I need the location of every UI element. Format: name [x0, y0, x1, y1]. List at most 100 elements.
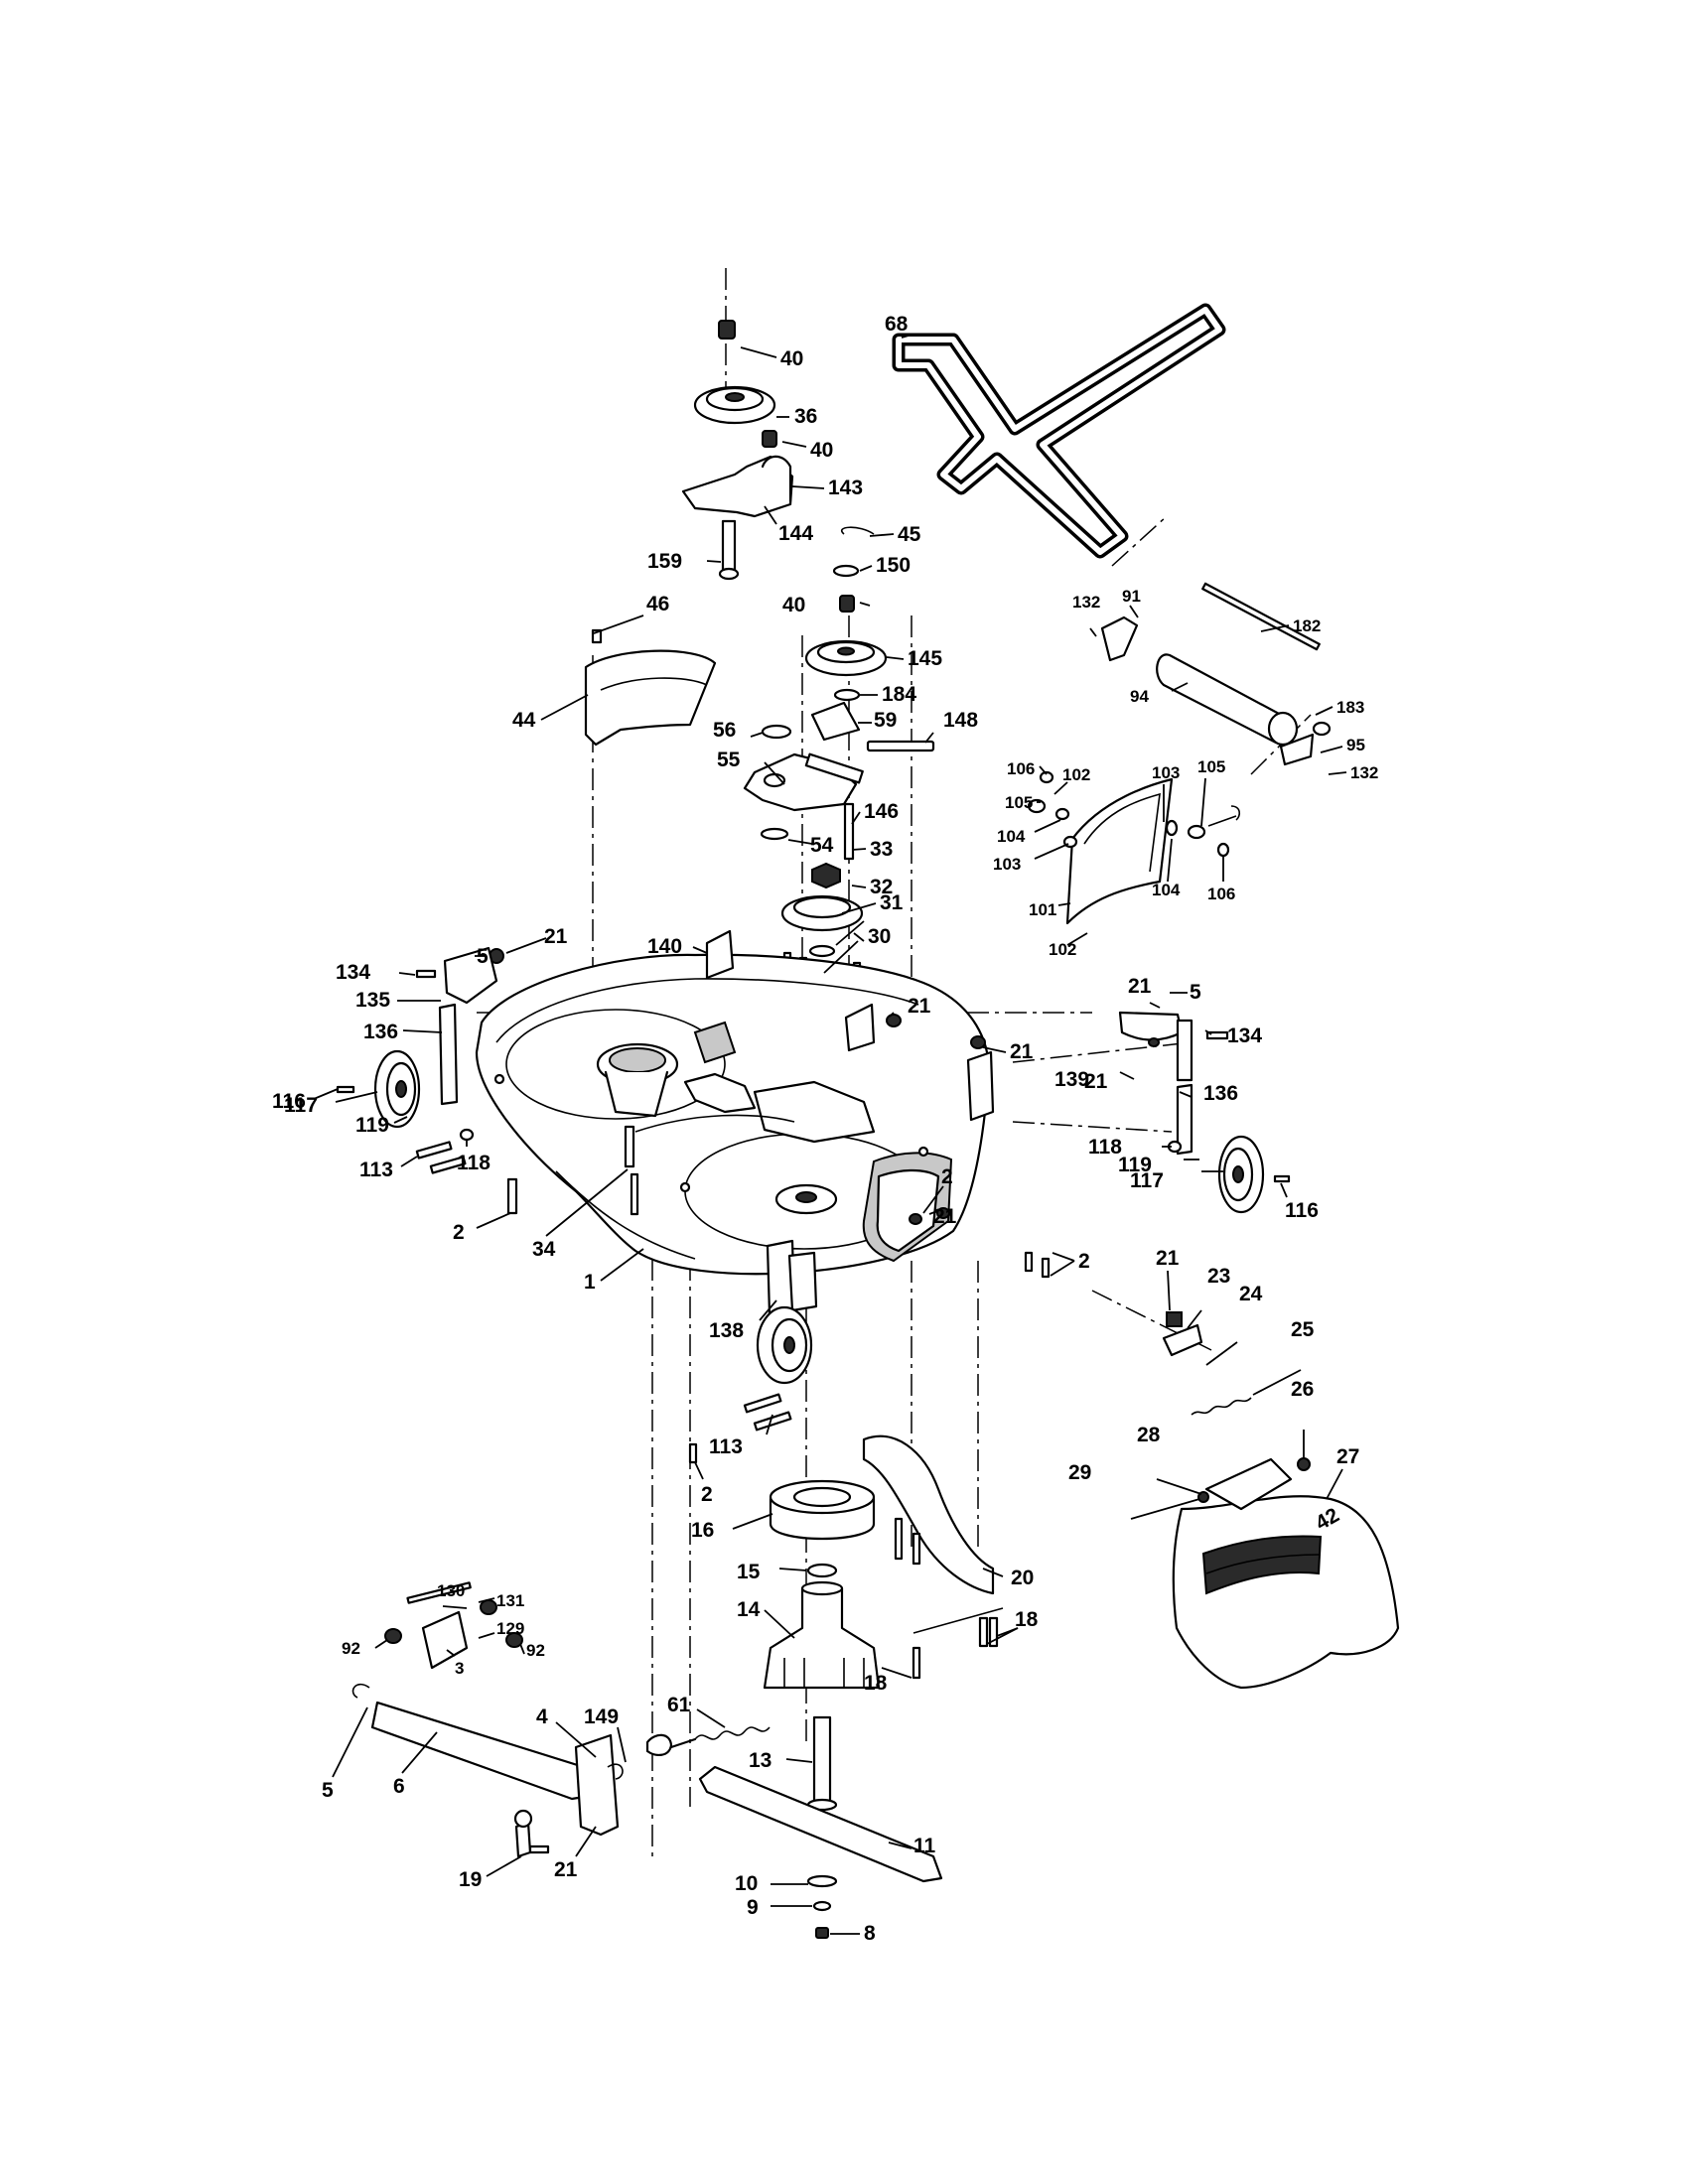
callout-102: 102 [1062, 765, 1090, 784]
idler-pulley-assembly-top [681, 320, 888, 702]
callout-21: 21 [908, 995, 931, 1018]
callout-25: 25 [1291, 1318, 1315, 1341]
callout-54: 54 [810, 834, 834, 857]
callout-134: 134 [336, 961, 370, 984]
callout-159: 159 [647, 550, 682, 573]
idler-arm [743, 701, 935, 861]
callout-2: 2 [701, 1483, 713, 1506]
callout-105: 105 [1005, 793, 1033, 812]
callout-40: 40 [810, 439, 833, 462]
belt-cover [584, 628, 717, 747]
front-linkage [351, 1581, 771, 1858]
callout-91: 91 [1122, 587, 1141, 606]
callout-136: 136 [363, 1021, 398, 1043]
callout-5: 5 [477, 945, 489, 968]
callout-132: 132 [1350, 763, 1378, 782]
callout-14: 14 [737, 1598, 761, 1621]
callout-32: 32 [870, 876, 893, 898]
right-gauge-wheel-assembly [1118, 1011, 1291, 1214]
callout-103: 103 [993, 855, 1021, 874]
callout-19: 19 [459, 1868, 482, 1891]
callout-10: 10 [735, 1872, 758, 1895]
callout-labels: 40 36 40 143 144 45 150 159 40 145 184 6… [272, 313, 1378, 1945]
callout-131: 131 [496, 1591, 524, 1610]
callout-34: 34 [532, 1238, 556, 1261]
callout-21: 21 [1010, 1040, 1034, 1063]
callout-184: 184 [882, 683, 916, 706]
callout-95: 95 [1346, 736, 1365, 754]
callout-21: 21 [1156, 1247, 1180, 1270]
callout-30: 30 [868, 925, 891, 948]
callout-3: 3 [455, 1659, 464, 1678]
callout-26: 26 [1291, 1378, 1314, 1401]
callout-103: 103 [1152, 763, 1180, 782]
callout-102: 102 [1049, 940, 1076, 959]
callout-24: 24 [1239, 1283, 1263, 1305]
callout-145: 145 [908, 647, 942, 670]
callout-118: 118 [457, 1152, 491, 1174]
deck-brackets [624, 929, 995, 1168]
callout-150: 150 [876, 554, 911, 577]
callout-117: 117 [284, 1094, 318, 1117]
callout-117: 117 [1130, 1169, 1164, 1192]
callout-55: 55 [717, 749, 741, 771]
baffle-and-adapter [769, 1434, 1004, 1680]
callout-140: 140 [647, 935, 682, 958]
callout-56: 56 [713, 719, 736, 742]
callout-119: 119 [1118, 1154, 1152, 1176]
callout-118: 118 [1088, 1136, 1122, 1159]
callout-27: 27 [1336, 1445, 1359, 1468]
callout-106: 106 [1007, 759, 1035, 778]
callout-18: 18 [864, 1672, 888, 1695]
callout-143: 143 [828, 477, 863, 499]
blade-spindle [763, 1580, 881, 1812]
callout-20: 20 [1011, 1567, 1034, 1589]
callout-149: 149 [584, 1706, 619, 1728]
callout-44: 44 [512, 709, 536, 732]
callout-5: 5 [322, 1779, 334, 1802]
callout-21: 21 [933, 1205, 957, 1228]
callout-15: 15 [737, 1561, 761, 1583]
callout-132: 132 [1072, 593, 1100, 612]
callout-21: 21 [1128, 975, 1152, 998]
callout-59: 59 [874, 709, 897, 732]
callout-113: 113 [359, 1159, 393, 1181]
callout-21: 21 [544, 925, 568, 948]
callout-2: 2 [453, 1221, 465, 1244]
callout-136: 136 [1203, 1082, 1238, 1105]
callout-28: 28 [1137, 1424, 1161, 1446]
callout-16: 16 [691, 1519, 714, 1542]
callout-6: 6 [393, 1775, 405, 1798]
callout-146: 146 [864, 800, 899, 823]
callout-92: 92 [526, 1641, 545, 1660]
callout-23: 23 [1207, 1265, 1230, 1288]
callout-113: 113 [709, 1435, 743, 1458]
callout-18: 18 [1015, 1608, 1039, 1631]
callout-106: 106 [1207, 885, 1235, 903]
callout-139: 139 [1054, 1068, 1089, 1091]
callout-92: 92 [342, 1639, 360, 1658]
callout-138: 138 [709, 1319, 744, 1342]
callout-116: 116 [1285, 1199, 1319, 1222]
callout-119: 119 [355, 1114, 389, 1137]
hardware [506, 1172, 1051, 1854]
discharge-chute: 42 [1130, 1311, 1400, 1690]
anti-scalp-roller [1100, 582, 1332, 766]
callout-21: 21 [1084, 1070, 1108, 1093]
callout-8: 8 [864, 1922, 876, 1945]
callout-130: 130 [437, 1581, 465, 1600]
callout-104: 104 [1152, 881, 1181, 899]
callout-31: 31 [880, 891, 904, 914]
callout-9: 9 [747, 1896, 759, 1919]
callout-33: 33 [870, 838, 893, 861]
callout-135: 135 [355, 989, 390, 1012]
callout-129: 129 [496, 1619, 524, 1638]
front-gauge-wheel [743, 1239, 818, 1432]
callout-46: 46 [646, 593, 669, 615]
callout-11: 11 [913, 1835, 936, 1857]
callout-29: 29 [1068, 1461, 1091, 1484]
callout-94: 94 [1130, 687, 1149, 706]
callout-116: 116 [272, 1090, 306, 1113]
callout-183: 183 [1336, 698, 1364, 717]
callout-68: 68 [885, 313, 909, 336]
